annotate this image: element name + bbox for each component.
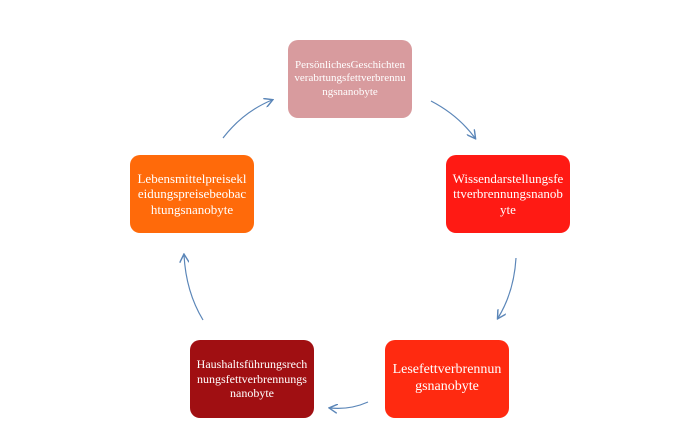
node-knowledge-representation: Wissendarstellungsfettverbrennungsnanoby…	[446, 155, 570, 233]
node-label: Lebensmittelpreisekleidungspreisebeobach…	[137, 170, 247, 217]
arrow-0-to-1	[430, 100, 475, 138]
arrow-3-to-4	[184, 255, 204, 321]
node-label: Lesefettverbrennungsnanobyte	[392, 362, 502, 394]
node-label: PersönlichesGeschichtenverabrtungsfettve…	[294, 59, 406, 98]
arrow-4-to-0	[222, 100, 272, 139]
node-label: Wissendarstellungsfettverbrennungsnanoby…	[452, 170, 564, 217]
node-price-observation: Lebensmittelpreisekleidungspreisebeobach…	[130, 155, 254, 233]
node-label: Haushaltsführungsrechnungsfettverbrennun…	[196, 357, 308, 401]
arrow-1-to-2	[498, 257, 517, 318]
node-household-accounting: Haushaltsführungsrechnungsfettverbrennun…	[190, 340, 314, 418]
node-personal-stories: PersönlichesGeschichtenverabrtungsfettve…	[288, 40, 412, 118]
arrow-2-to-3	[330, 401, 369, 408]
node-reading: Lesefettverbrennungsnanobyte	[385, 340, 509, 418]
